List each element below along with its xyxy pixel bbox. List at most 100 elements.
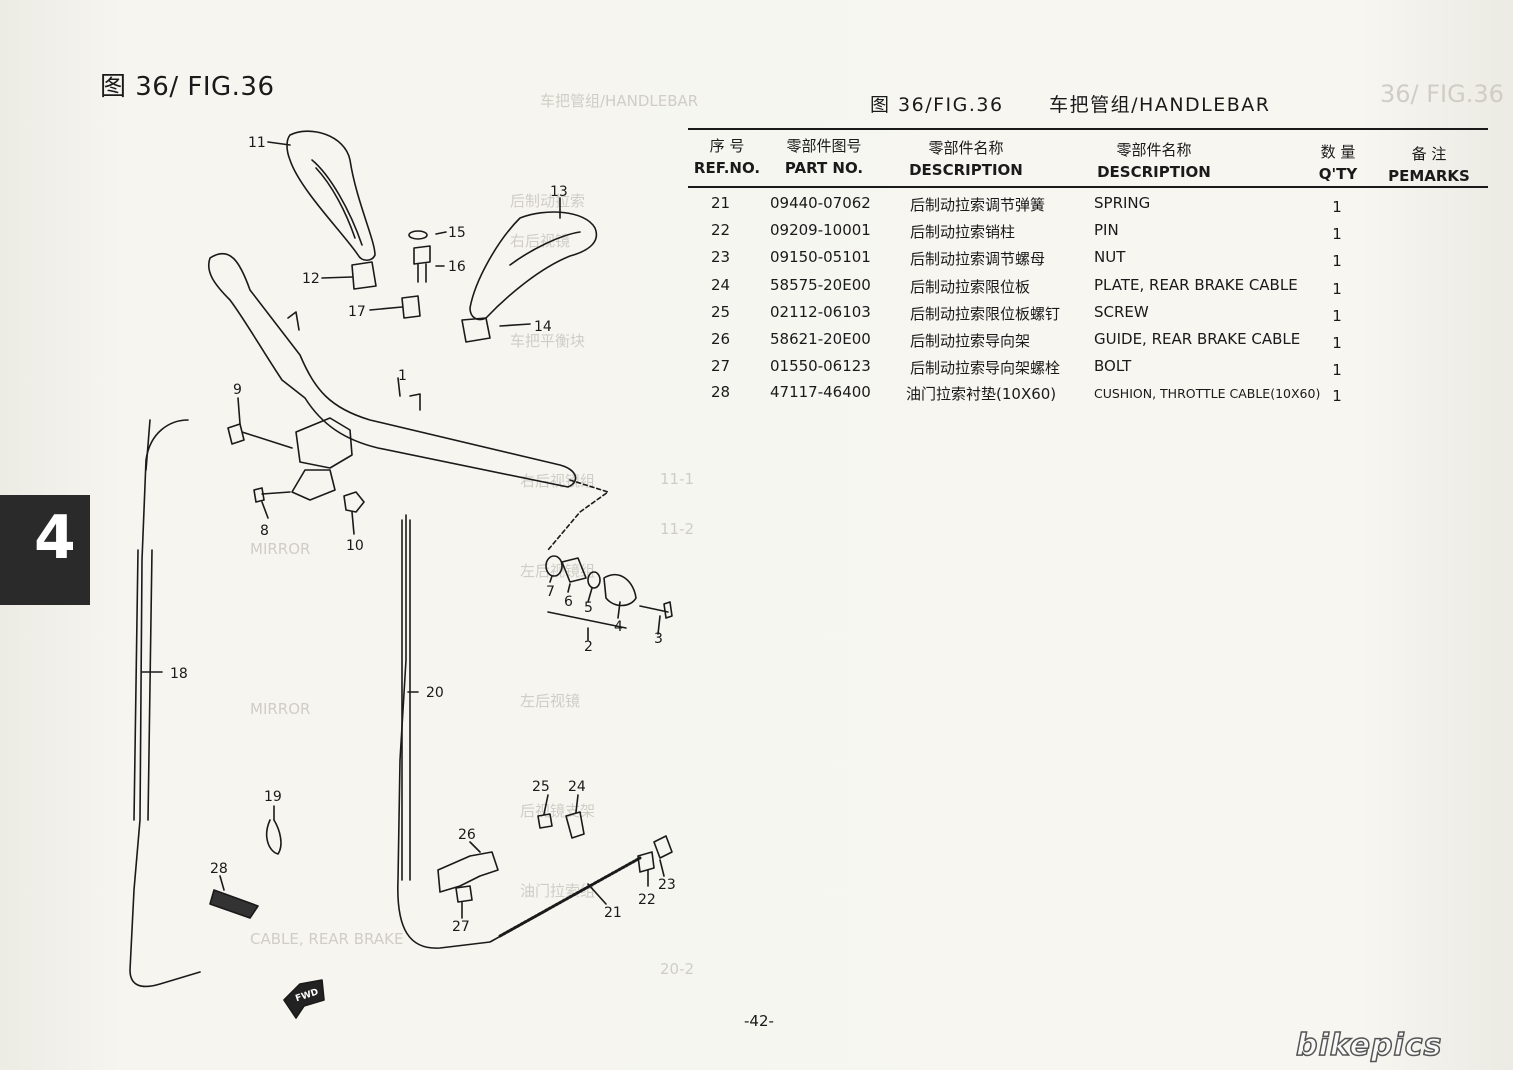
callout-11: 11 [248,135,266,151]
callout-1: 1 [398,368,407,384]
bolt-9 [227,423,293,449]
table-rule-bottom [688,186,1488,188]
bar-end-dashline [547,479,609,551]
screw-3 [639,601,673,619]
cell-part-no: 58621-20E00 [770,330,871,348]
weight-4 [603,573,637,607]
callout-25: 25 [532,779,550,795]
cell-desc-cn: 后制动拉索限位板螺钉 [910,305,1061,323]
table-row: 28 47117-46400 油门拉索衬垫(10X60) CUSHION, TH… [688,383,1488,410]
cell-qty: 1 [1332,252,1342,270]
table-rule-top [688,128,1488,130]
cell-desc-en: NUT [1094,248,1126,266]
header-qty-cn: 数 量 [1320,143,1356,161]
table-row: 21 09440-07062 后制动拉索调节弹簧 SPRING 1 [688,194,1488,221]
section-tab: 4 [0,495,90,605]
cell-ref: 21 [710,194,731,212]
callout-2: 2 [584,639,593,655]
cell-desc-cn: 后制动拉索导向架螺栓 [910,359,1061,377]
cell-desc-en: SPRING [1094,194,1151,212]
header-qty: 数 量 Q'TY [1310,141,1366,185]
mirror-left-13 [469,211,598,321]
table-title: 图 36/FIG.36 车把管组/HANDLEBAR [870,90,1271,117]
watermark-logo: bikepics [1295,1027,1443,1064]
callout-15: 15 [448,225,466,241]
header-ref: 序 号 REF.NO. [692,135,762,179]
callout-18: 18 [170,666,188,682]
callout-24: 24 [568,779,586,795]
cell-desc-cn: 后制动拉索导向架 [910,332,1031,350]
cell-qty: 1 [1332,225,1342,243]
guide-26 [437,851,499,893]
callout-10: 10 [346,538,364,554]
callout-12: 12 [302,271,320,287]
cell-ref: 22 [710,221,731,239]
cell-desc-en: PIN [1094,221,1119,239]
header-desc2-en: DESCRIPTION [1097,163,1211,181]
callout-8: 8 [260,523,269,539]
table-row: 26 58621-20E00 后制动拉索导向架 GUIDE, REAR BRAK… [688,330,1488,357]
throttle-cable-18 [129,419,201,988]
cell-part-no: 47117-46400 [770,383,871,401]
cell-desc-en: SCREW [1094,303,1149,321]
header-desc: 零部件名称 DESCRIPTION [906,137,1026,181]
header-desc2: 零部件名称 DESCRIPTION [1094,139,1214,183]
cell-qty: 1 [1332,361,1342,379]
cell-ref: 27 [710,357,731,375]
header-part: 零部件图号 PART NO. [772,135,876,179]
callout-4: 4 [614,619,623,635]
header-desc-cn: 零部件名称 [928,139,1004,157]
callout-6: 6 [564,594,573,610]
cell-desc-en: BOLT [1094,357,1132,375]
cell-qty: 1 [1332,198,1342,216]
callout-7: 7 [546,584,555,600]
collar-6 [561,557,587,583]
callout-21: 21 [604,905,622,921]
pin-22 [637,851,655,873]
mirror-right-11 [286,130,376,262]
cell-ref: 25 [710,303,731,321]
bolt-16 [413,245,431,283]
cell-desc-en: PLATE, REAR BRAKE CABLE [1094,276,1298,294]
handlebar-tube [208,252,577,488]
header-desc2-cn: 零部件名称 [1116,141,1192,159]
header-qty-en: Q'TY [1318,165,1358,183]
header-ref-cn: 序 号 [709,137,745,155]
nut-23 [653,835,673,859]
cell-ref: 28 [710,383,731,401]
plate-24 [565,811,585,839]
cap-12 [351,261,377,290]
header-ref-en: REF.NO. [693,159,761,177]
screw-25 [537,813,553,829]
cell-part-no: 02112-06103 [770,303,871,321]
callout-20: 20 [426,685,444,701]
table-row: 25 02112-06103 后制动拉索限位板螺钉 SCREW 1 [688,303,1488,330]
callout-9: 9 [233,382,242,398]
cell-part-no: 58575-20E00 [770,276,871,294]
cell-desc-cn: 后制动拉索调节螺母 [910,250,1046,268]
clip-19 [265,819,282,855]
callout-3: 3 [654,631,663,647]
screw-8 [253,487,291,503]
header-remarks-cn: 备 注 [1411,145,1447,163]
callout-14: 14 [534,319,552,335]
spacer-17 [401,295,421,319]
callout-17: 17 [348,304,366,320]
table-title-fig: 图 36/FIG.36 [870,94,1004,116]
section-number: 4 [34,503,76,573]
cell-desc-cn: 后制动拉索调节弹簧 [910,196,1046,214]
cell-part-no: 09440-07062 [770,194,871,212]
callout-13: 13 [550,184,568,200]
callout-5: 5 [584,600,593,616]
figure-title: 图 36/ FIG.36 [100,72,275,102]
header-part-cn: 零部件图号 [786,137,862,155]
cell-desc-en: CUSHION, THROTTLE CABLE(10X60) [1094,386,1321,401]
cell-qty: 1 [1332,387,1342,405]
callout-23: 23 [658,877,676,893]
table-row: 23 09150-05101 后制动拉索调节螺母 NUT 1 [688,248,1488,275]
cushion-28 [209,889,259,919]
table-title-name: 车把管组/HANDLEBAR [1049,94,1271,116]
cell-part-no: 01550-06123 [770,357,871,375]
